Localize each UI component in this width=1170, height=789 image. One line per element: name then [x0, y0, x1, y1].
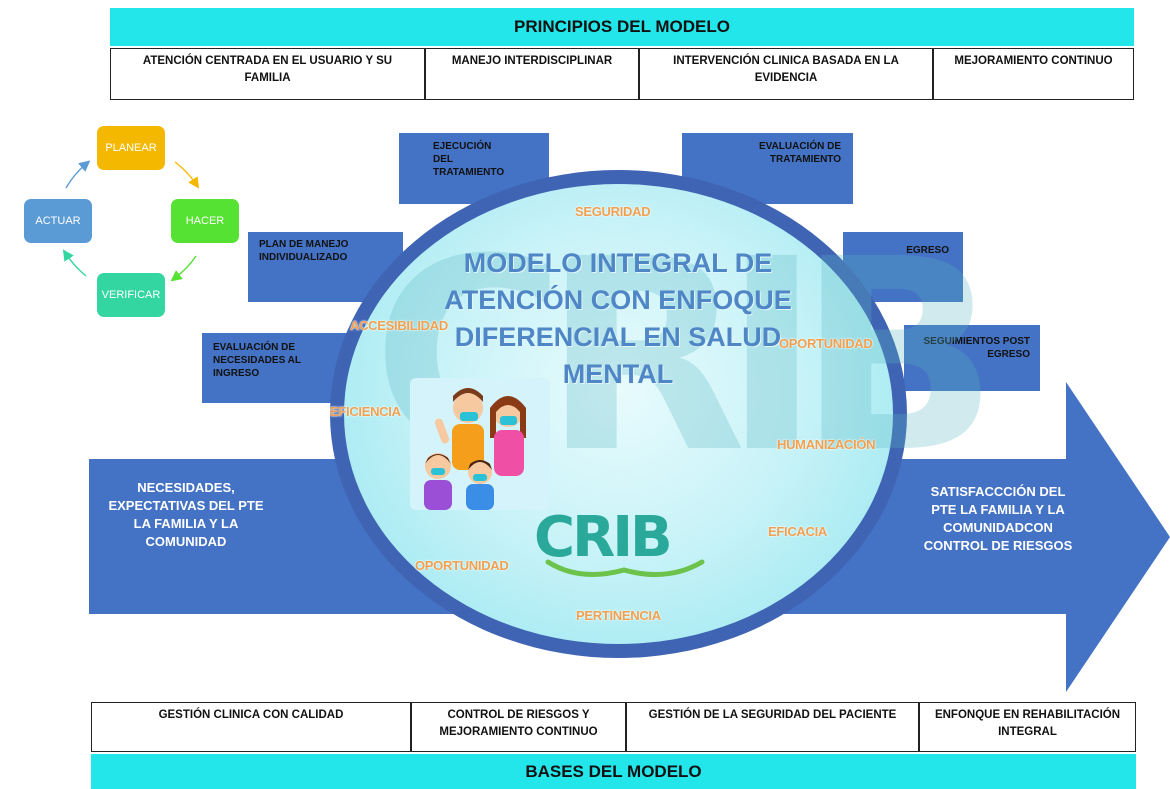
base-patient-safety: GESTIÓN DE LA SEGURIDAD DEL PACIENTE [626, 702, 919, 752]
quality-accessibility: ACCESIBILIDAD [350, 318, 448, 333]
quality-security: SEGURIDAD [575, 204, 651, 219]
bases-title: BASES DEL MODELO [525, 761, 702, 781]
box-label: PLAN DE MANEJO INDIVIDUALIZADO [259, 239, 349, 263]
principles-title: PRINCIPIOS DEL MODELO [514, 17, 730, 36]
crib-logo: CRIB [534, 505, 673, 570]
arrow-act-to-plan [65, 160, 91, 189]
arrow-do-to-check [170, 255, 197, 282]
box-needs-evaluation: EVALUACIÓN DE NECESIDADES AL INGRESO [202, 333, 352, 403]
cycle-do-label: HACER [185, 215, 225, 227]
arrow-check-to-act [62, 249, 87, 277]
box-label: EVALUACIÓN DE TRATAMIENTO [758, 141, 841, 165]
principle-label: INTERVENCIÓN CLINICA BASADA EN LA EVIDEN… [673, 55, 899, 84]
principle-user-centered: ATENCIÓN CENTRADA EN EL USUARIO Y SU FAM… [110, 48, 425, 100]
cycle-check-node: VERIFICAR [97, 273, 165, 317]
principle-label: ATENCIÓN CENTRADA EN EL USUARIO Y SU FAM… [142, 55, 393, 84]
principle-interdisciplinary: MANEJO INTERDISCIPLINAR [425, 48, 639, 100]
box-label: EGRESO [906, 245, 949, 256]
crib-logo-hands [545, 559, 705, 577]
base-label: GESTIÓN CLINICA CON CALIDAD [158, 709, 344, 721]
arrow-output-text: SATISFACCCIÓN DEL PTE LA FAMILIA Y LA CO… [923, 484, 1073, 553]
box-post-discharge-followup: SEGUIMIENTOS POST EGRESO [904, 325, 1040, 391]
base-label: GESTIÓN DE LA SEGURIDAD DEL PACIENTE [648, 709, 897, 721]
base-clinical-quality: GESTIÓN CLINICA CON CALIDAD [91, 702, 411, 752]
model-title: MODELO INTEGRAL DE ATENCIÓN CON ENFOQUE … [438, 245, 798, 393]
arrow-plan-to-do [174, 161, 200, 189]
title-line-3: DIFERENCIAL EN SALUD [454, 322, 782, 352]
cycle-act-label: ACTUAR [35, 215, 81, 227]
quality-efficiency: EFICIENCIA [330, 404, 401, 419]
cycle-do-node: HACER [171, 199, 239, 243]
box-label: SEGUIMIENTOS POST EGRESO [923, 336, 1031, 360]
cycle-plan-node: PLANEAR [97, 126, 165, 170]
principle-label: MANEJO INTERDISCIPLINAR [451, 55, 613, 67]
quality-humanization: HUMANIZACIÓN [777, 437, 876, 452]
title-line-4: MENTAL [562, 359, 674, 389]
quality-efficacy: EFICACIA [768, 524, 827, 539]
box-label: EJECUCIÓN DEL TRATAMIENTO [433, 141, 505, 178]
box-label: EVALUACIÓN DE NECESIDADES AL INGRESO [213, 342, 301, 379]
arrow-input-text: NECESIDADES, EXPECTATIVAS DEL PTE LA FAM… [108, 480, 264, 549]
cycle-arrows [62, 160, 200, 282]
title-line-1: MODELO INTEGRAL DE [463, 248, 773, 278]
principle-evidence-based: INTERVENCIÓN CLINICA BASADA EN LA EVIDEN… [639, 48, 933, 100]
principles-header: PRINCIPIOS DEL MODELO [110, 8, 1134, 46]
base-label: CONTROL DE RIESGOS Y MEJORAMIENTO CONTIN… [439, 709, 598, 738]
base-rehabilitation: ENFONQUE EN REHABILITACIÓN INTEGRAL [919, 702, 1136, 752]
cycle-check-label: VERIFICAR [101, 289, 161, 301]
family-illustration [410, 378, 550, 510]
base-risk-control: CONTROL DE RIESGOS Y MEJORAMIENTO CONTIN… [411, 702, 626, 752]
cycle-plan-label: PLANEAR [105, 142, 157, 154]
title-line-2: ATENCIÓN CON ENFOQUE [444, 285, 792, 315]
cycle-act-node: ACTUAR [24, 199, 92, 243]
principle-continuous-improvement: MEJORAMIENTO CONTINUO [933, 48, 1134, 100]
quality-pertinence: PERTINENCIA [576, 608, 661, 623]
quality-opportunity-bottom: OPORTUNIDAD [415, 558, 509, 573]
bases-header: BASES DEL MODELO [91, 754, 1136, 789]
quality-opportunity-right: OPORTUNIDAD [779, 336, 873, 351]
principle-label: MEJORAMIENTO CONTINUO [954, 55, 1113, 67]
base-label: ENFONQUE EN REHABILITACIÓN INTEGRAL [934, 709, 1121, 738]
